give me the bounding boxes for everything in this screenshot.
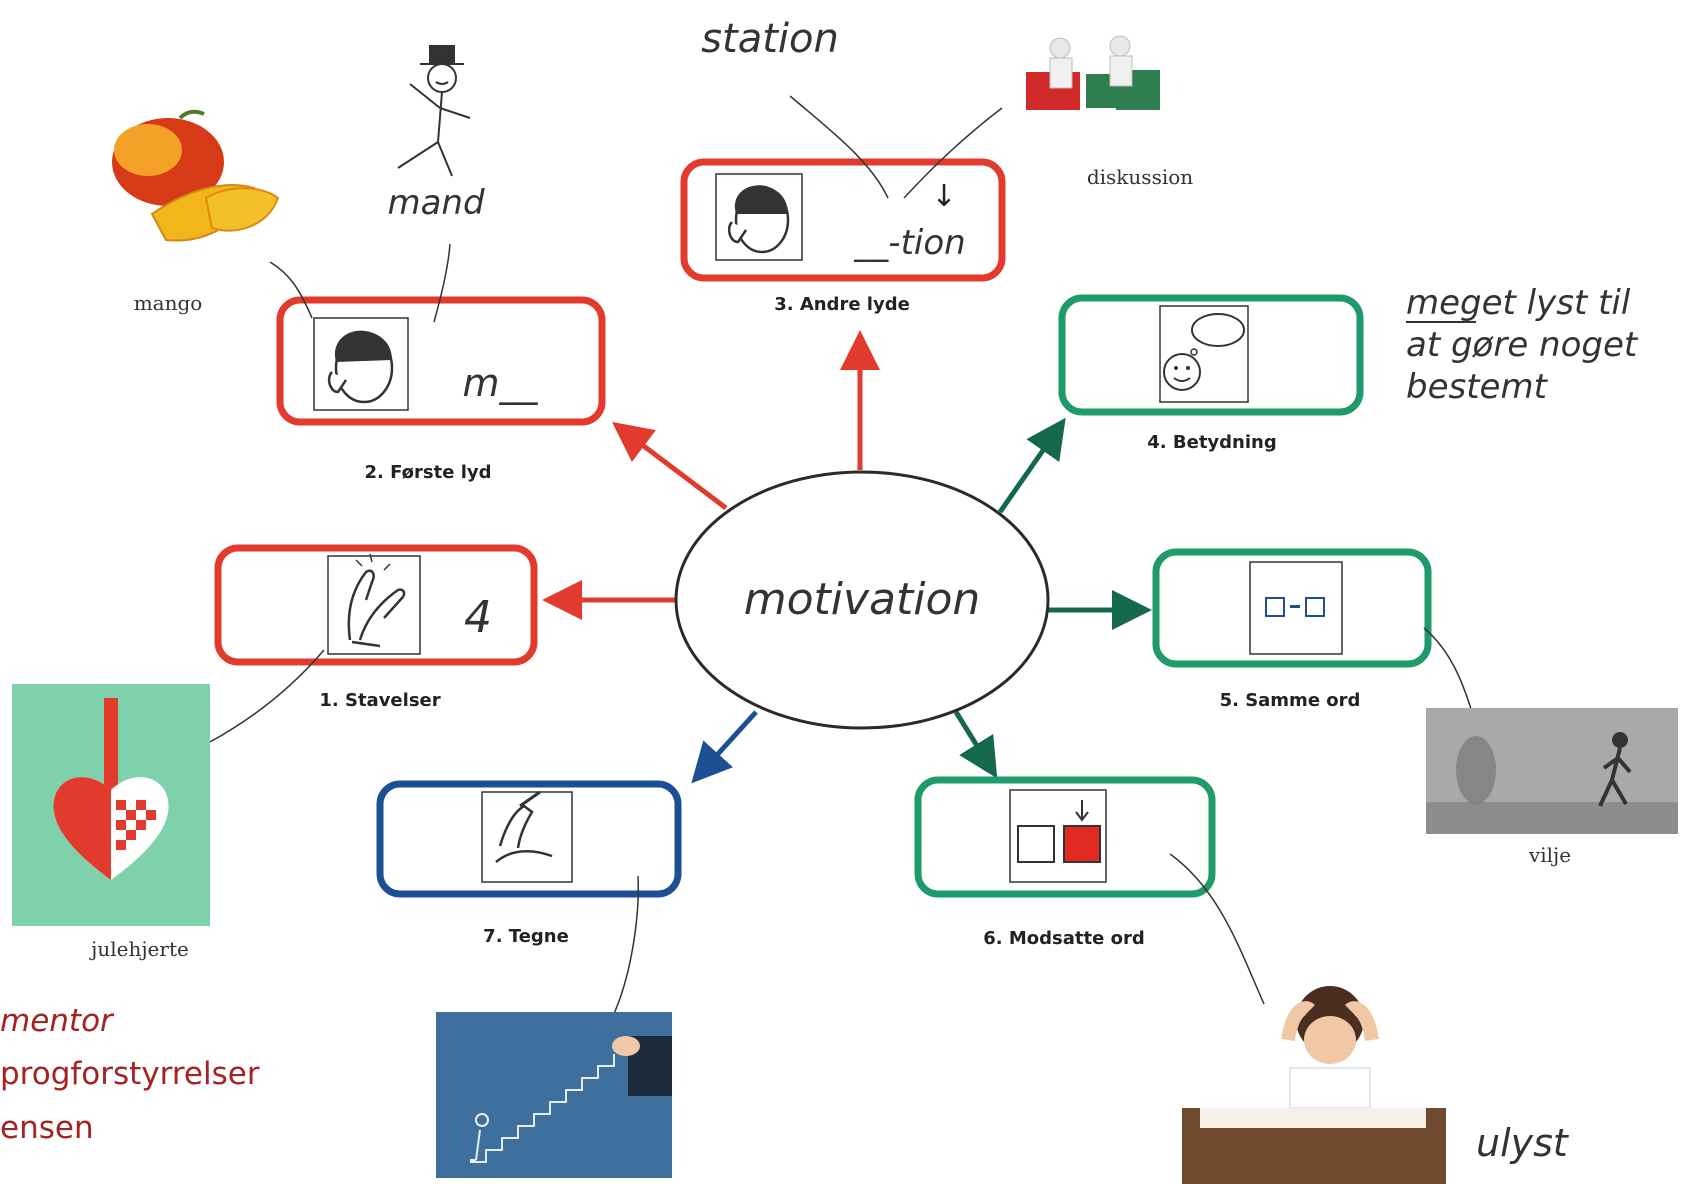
box-stavelser: 4 1. Stavelser [214,544,538,711]
listening-head-icon-2 [715,173,803,261]
betydning-note-line-3: bestemt [1406,367,1549,407]
clapping-hands-icon [327,553,421,655]
runner-photo [1426,708,1678,834]
center-node: motivation [674,470,1050,730]
credit-line-3: ensen [0,1110,94,1146]
thought-bubble-icon [1159,305,1249,403]
box-andre-lyde: ↓ __-tion 3. Andre lyde [680,158,1006,315]
andre-lyde-label: 3. Andre lyde [774,294,910,315]
arrow-to-tegne [691,710,758,784]
forste-lyd-label: 2. Første lyd [364,462,491,483]
station-word: station [701,16,839,62]
stavelser-label: 1. Stavelser [319,690,440,711]
arrow-to-modsatte-ord [953,710,998,779]
arrow-to-forste-lyd [612,421,728,510]
betydning-note-line-1: meget lyst til [1406,283,1631,323]
betydning-note-line-2: at gøre noget [1406,325,1639,365]
credit-line-1: mentor [0,1003,113,1039]
diskussion-caption: diskussion [1087,165,1193,189]
betydning-label: 4. Betydning [1147,432,1276,453]
box-modsatte-ord: 6. Modsatte ord [914,776,1216,949]
box-samme-ord: 5. Samme ord [1152,548,1432,711]
credit-line-2: progforstyrrelser [0,1056,260,1092]
julehjerte-illustration [12,684,210,926]
vilje-caption: vilje [1528,843,1571,867]
stavelser-count: 4 [464,592,492,643]
drawing-hand-icon [481,790,573,883]
andre-lyde-hint: __-tion [853,223,965,263]
equals-squares-icon [1249,561,1343,655]
opposite-squares-icon [1009,789,1107,883]
mango-caption: mango [134,291,203,315]
box-forste-lyd: m__ 2. Første lyd [276,296,606,483]
betydning-note: meget lyst til at gøre noget bestemt [1406,283,1639,407]
box-tegne: 7. Tegne [376,780,682,947]
arrow-to-betydning [997,417,1066,514]
samme-ord-label: 5. Samme ord [1220,690,1361,711]
tegne-label: 7. Tegne [483,926,569,947]
staircase-drawing-photo [436,1012,672,1178]
forste-lyd-hint: m__ [462,361,538,405]
modsatte-ord-label: 6. Modsatte ord [983,928,1144,949]
down-arrow-icon: ↓ [931,179,956,214]
ulyst-word: ulyst [1476,1121,1570,1165]
center-label: motivation [744,574,981,625]
discussion-figures-illustration [1026,35,1160,110]
julehjerte-caption: julehjerte [89,937,189,961]
stick-figure-man [397,45,471,177]
box-betydning: 4. Betydning [1058,294,1364,453]
mango-illustration [112,109,280,242]
frustrated-boy-photo [1182,986,1446,1184]
listening-head-icon [313,317,409,411]
mand-word: mand [387,183,485,223]
